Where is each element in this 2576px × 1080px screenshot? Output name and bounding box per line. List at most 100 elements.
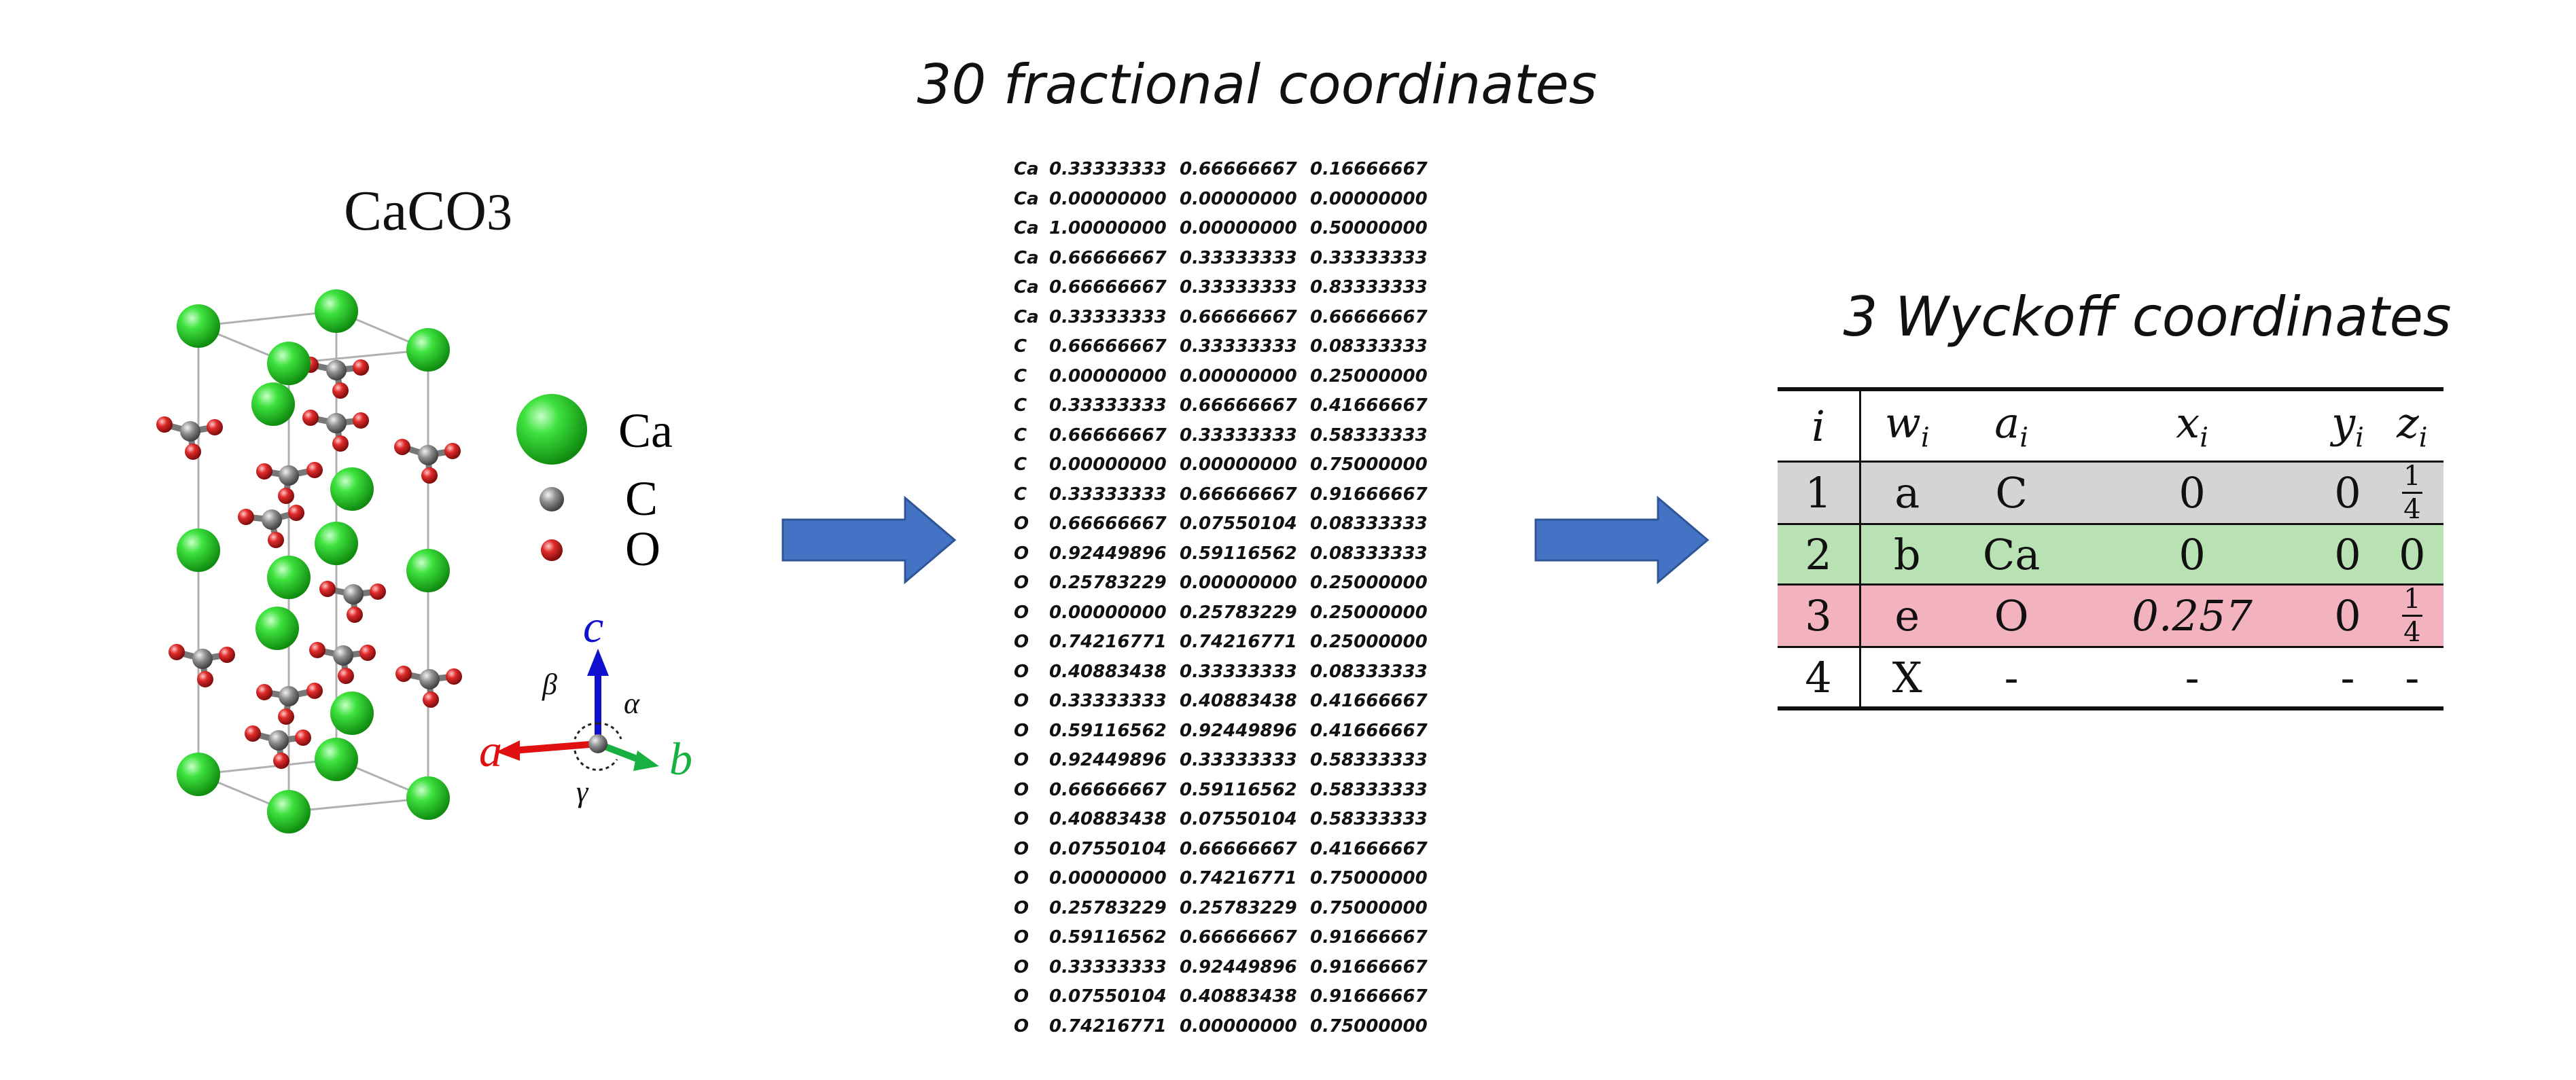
coord-z: 0.91666667 [1310,927,1428,948]
coord-y: 0.40883438 [1180,986,1297,1007]
coord-x: 0.92449896 [1049,543,1167,564]
coord-z: 0.41666667 [1310,720,1428,741]
coord-y: 0.66666667 [1180,395,1297,416]
carbonate-11 [395,666,462,708]
legend-c-ball [540,487,564,511]
coord-y: 0.59116562 [1180,543,1297,564]
coord-x: 0.00000000 [1049,365,1167,386]
coord-el: O [1014,691,1029,711]
coord-x: 0.00000000 [1049,868,1167,888]
carbonate-groups [156,357,462,769]
coord-x: 0.25783229 [1049,573,1167,593]
coord-x: 0.00000000 [1049,602,1167,623]
legend-o-ball [541,539,563,561]
coord-el: Ca [1014,306,1039,327]
header-z: zi [2380,387,2443,463]
coord-z: 0.25000000 [1310,573,1428,593]
angle-label-gamma: γ [576,775,589,808]
coord-z: 0.25000000 [1310,602,1428,623]
table-row: 2 b Ca 0 0 0 [1778,524,2443,585]
coord-z: 0.75000000 [1310,897,1428,918]
coord-y: 0.00000000 [1180,365,1297,386]
coord-y: 0.66666667 [1180,927,1297,948]
carbonate-1 [156,416,223,460]
coord-x: 0.00000000 [1049,454,1167,475]
legend: Ca C O [516,394,673,576]
coord-y: 0.25783229 [1180,897,1297,918]
coord-y: 0.74216771 [1180,632,1297,652]
coord-y: 0.07550104 [1180,514,1297,534]
coord-el: C [1014,336,1027,357]
coord-x: 0.33333333 [1049,306,1167,327]
coord-z: 0.91666667 [1310,484,1428,505]
arrow-right-icon [1534,496,1710,584]
coord-y: 0.74216771 [1180,868,1297,888]
coord-z: 0.75000000 [1310,454,1428,475]
header-i: i [1778,387,1861,463]
coord-el: O [1014,1015,1029,1037]
coord-x: 0.66666667 [1049,247,1167,268]
coord-x: 0.07550104 [1049,986,1167,1007]
coord-el: O [1014,986,1029,1007]
coord-el: Ca [1014,277,1039,298]
legend-label-c: C [625,471,658,526]
coord-el: Ca [1014,247,1039,268]
legend-label-ca: Ca [618,403,673,458]
fractional-coordinates-title: 30 fractional coordinates [917,53,1598,116]
coord-el: O [1014,750,1029,770]
coord-z: 0.33333333 [1310,247,1428,268]
carbonate-10 [256,683,323,725]
carbonate-9 [169,644,235,687]
coord-z: 0.25000000 [1310,632,1428,652]
wyckoff-header-row: i wi ai xi yi zi [1778,387,2443,463]
coord-y: 0.00000000 [1180,218,1297,238]
coord-el: O [1014,809,1029,829]
coord-y: 0.92449896 [1180,720,1297,741]
coord-x: 0.33333333 [1049,691,1167,711]
coord-el: O [1014,956,1029,977]
coord-z: 0.08333333 [1310,514,1428,534]
coord-y: 0.33333333 [1180,425,1297,446]
carbonate-4 [394,439,461,484]
coord-z: 0.50000000 [1310,218,1428,238]
coord-y: 0.59116562 [1180,779,1297,800]
header-x: xi [2069,387,2315,463]
coord-y: 0.66666667 [1180,159,1297,179]
carbonate-5 [256,462,323,504]
coord-el: C [1014,484,1027,505]
legend-ca-ball [516,394,587,465]
coord-z: 0.75000000 [1310,1015,1428,1037]
coord-y: 0.33333333 [1180,277,1297,298]
unit-cell [197,310,429,813]
coord-el: O [1014,927,1029,948]
coord-z: 0.25000000 [1310,365,1428,386]
coord-y: 0.00000000 [1180,1015,1297,1037]
coord-x: 1.00000000 [1049,218,1167,238]
coord-x: 0.74216771 [1049,632,1167,652]
coord-y: 0.92449896 [1180,956,1297,977]
coord-z: 0.41666667 [1310,691,1428,711]
axes-triad: c a b β α γ [479,600,692,808]
coord-el: O [1014,838,1029,859]
arrow-right-icon [781,496,957,584]
coord-el: C [1014,454,1027,475]
